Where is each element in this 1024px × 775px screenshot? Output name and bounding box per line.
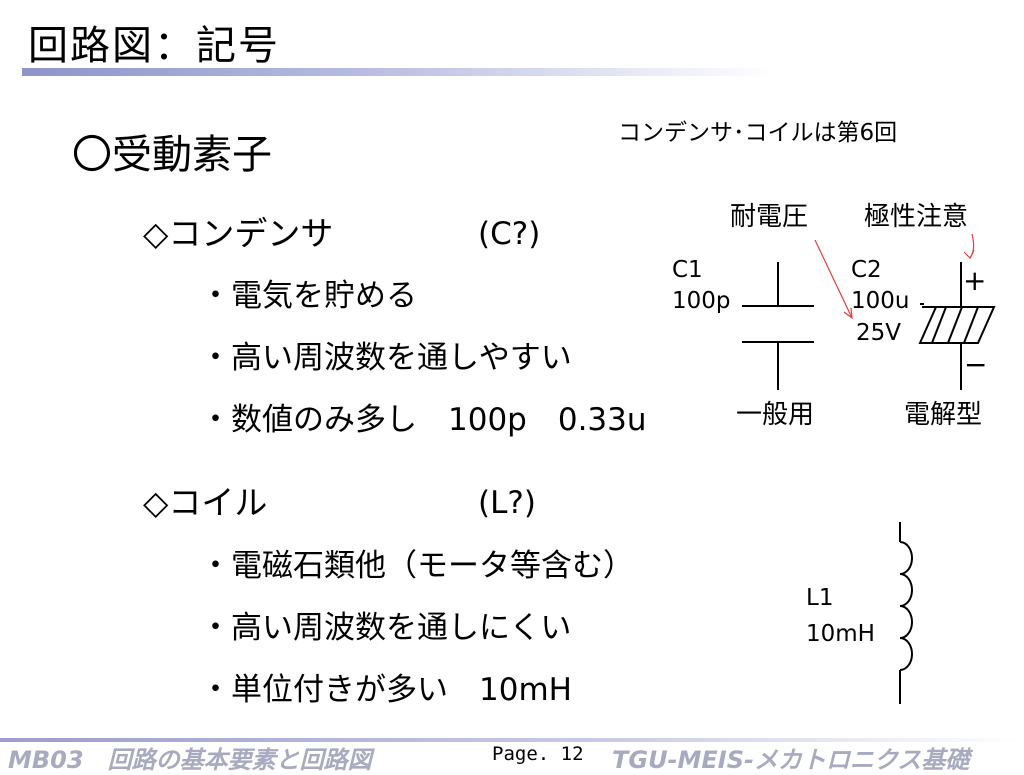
- c2-hatch-3: [963, 306, 979, 344]
- polarity-arrow-line: [969, 233, 975, 259]
- general-capacitor-symbol: [742, 262, 814, 390]
- voltage-rating-label: 耐電圧: [730, 202, 809, 232]
- voltage-arrow-line: [814, 239, 853, 319]
- capacitor-bullet-3: ・数値のみ多し 100p 0.33u: [200, 402, 647, 438]
- c2-voltage-label: 25V: [856, 320, 902, 346]
- title-underline: [22, 68, 772, 76]
- capacitor-bullet-2: ・高い周波数を通しやすい: [200, 340, 572, 376]
- slide-title: 回路図：記号: [28, 23, 280, 69]
- coil-bullet-2: ・高い周波数を通しにくい: [200, 610, 572, 646]
- c2-hatch-1: [931, 306, 947, 344]
- electrolytic-capacitor-type: 電解型: [904, 400, 983, 430]
- capacitor-heading: ◇コンデンサ: [143, 214, 334, 253]
- general-capacitor-type: 一般用: [736, 400, 815, 430]
- coil-heading: ◇コイル: [143, 483, 268, 522]
- c2-value-label: 100u: [851, 288, 910, 314]
- minus-sign: −: [964, 348, 988, 381]
- l1-ref-label: L1: [806, 585, 834, 611]
- l1-coil-loops: [899, 541, 913, 671]
- section-heading: 〇受動素子: [72, 132, 272, 178]
- coil-bullet-3: ・単位付きが多い 10mH: [200, 672, 572, 708]
- coil-bullet-1: ・電磁石類他（モータ等含む）: [200, 548, 634, 584]
- c2-plate-outline: [918, 306, 996, 344]
- inductor-symbol: [899, 522, 913, 704]
- c2-ref-label: C2: [851, 257, 882, 283]
- coil-code: (L?): [478, 485, 536, 521]
- capacitor-code: (C?): [478, 216, 541, 252]
- footer-course-title: MB03 回路の基本要素と回路図: [8, 746, 372, 774]
- c2-hatch-2: [947, 306, 963, 344]
- footer-page-number: Page. 12: [492, 743, 584, 765]
- footer-series-title: TGU-MEIS-メカトロニクス基礎: [612, 746, 970, 774]
- polarity-label: 極性注意: [864, 202, 969, 232]
- lecture-note: コンデンサ･コイルは第6回: [618, 120, 898, 146]
- polarity-arrow-head: [963, 249, 975, 260]
- l1-value-label: 10mH: [806, 621, 875, 647]
- footer-divider: [0, 738, 1024, 742]
- plus-sign: +: [963, 264, 987, 297]
- c1-ref-label: C1: [672, 257, 703, 283]
- c1-value-label: 100p: [672, 288, 731, 314]
- capacitor-bullet-1: ・電気を貯める: [200, 278, 417, 314]
